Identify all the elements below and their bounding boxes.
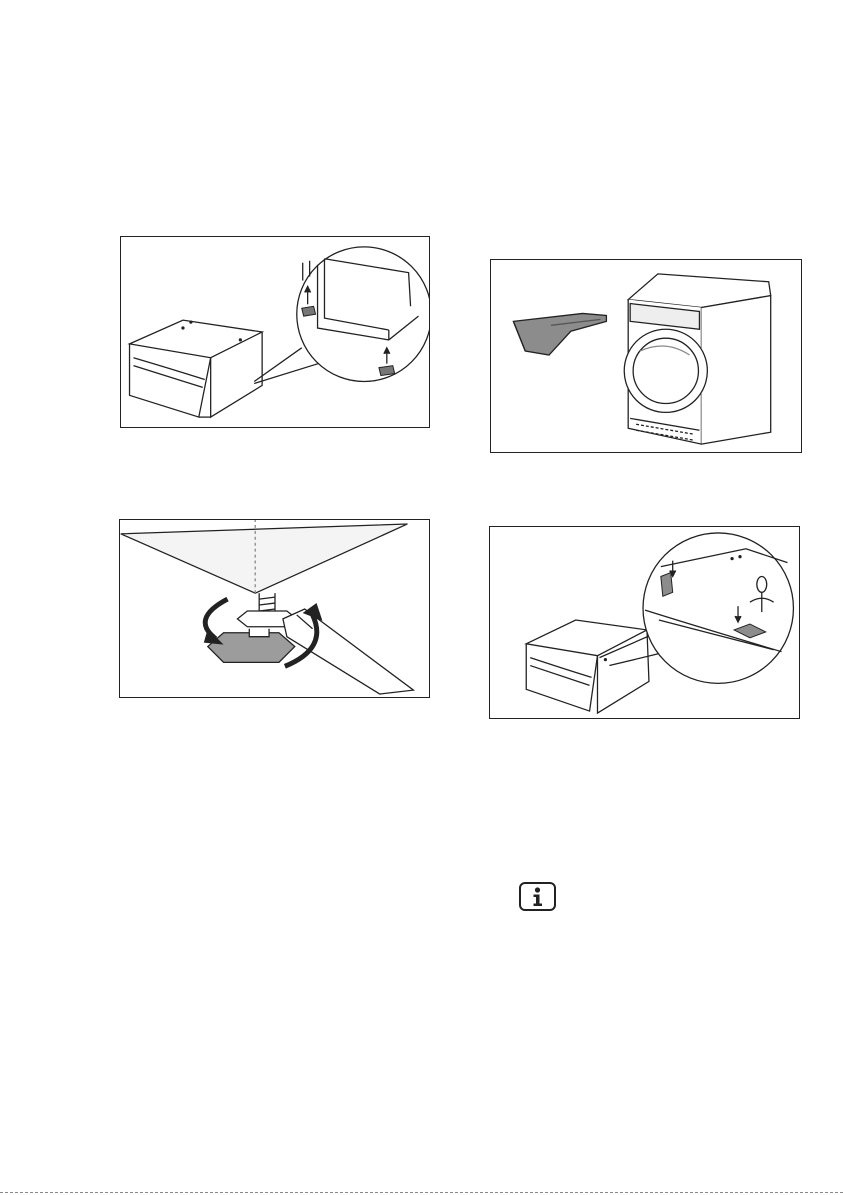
info-icon — [519, 882, 556, 911]
figure-pedestal-fixing — [489, 526, 800, 719]
pedestal-fixing-illustration — [490, 527, 799, 718]
figure-container-removal — [490, 259, 802, 453]
figure-adjustable-foot — [119, 519, 430, 698]
pedestal-feet-illustration — [121, 237, 429, 427]
foot-wrench-illustration — [120, 520, 429, 697]
page-bottom-rule — [0, 1192, 843, 1193]
info-glyph — [521, 884, 554, 909]
figure-pedestal-feet — [120, 236, 430, 428]
dryer-container-illustration — [491, 260, 801, 452]
